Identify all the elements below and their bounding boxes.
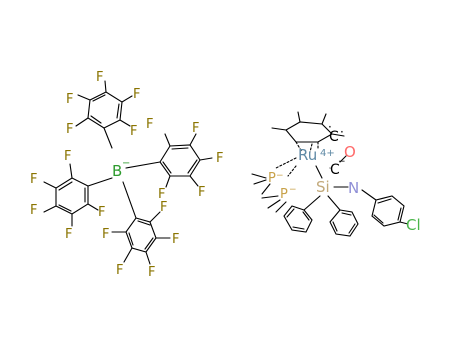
boron-label: B [112, 162, 122, 180]
oxygen-label: O [344, 143, 356, 161]
c6f5-ring-bottom [111, 211, 171, 265]
fluorine-label: F [146, 117, 153, 132]
c6f5-ring-right [159, 133, 213, 188]
cp-star-ring [271, 111, 345, 153]
phosphorus-label: P [268, 171, 276, 186]
fluorine-label: F [64, 149, 71, 164]
carbonyl-c-label: C [330, 162, 340, 178]
fluorine-label: F [116, 263, 123, 278]
carbon-label: C [329, 129, 339, 145]
nitrogen-label: N [348, 179, 359, 197]
phosphorus-label: P [280, 187, 288, 202]
chlorine-label: Cl [406, 216, 421, 234]
fluorine-label: F [30, 172, 37, 187]
fluorine-label: F [66, 122, 73, 137]
ruthenium-charge: 4+ [320, 148, 335, 159]
phenyl-ring-right [329, 209, 359, 237]
ruthenium-label: Ru [298, 146, 317, 164]
borate-anion: B − F F F F F F F F F F F F F F F F F F … [30, 70, 223, 280]
fluorine-label: F [158, 187, 165, 202]
c6f5-ring-top [75, 80, 133, 129]
fluorine-label: F [130, 124, 137, 139]
fluorine-label: F [98, 205, 105, 220]
carbon-radical: · [340, 125, 344, 139]
phosphorus-charge: − [289, 185, 297, 195]
fluorine-label: F [65, 227, 72, 242]
fluorine-label: F [192, 121, 199, 136]
fluorine-label: F [216, 151, 223, 166]
silicon-label: Si [316, 178, 330, 196]
fluorine-label: F [172, 232, 179, 247]
carbonyl-c-charge: − [338, 157, 346, 167]
chlorophenyl-ring [371, 195, 409, 227]
fluorine-label: F [102, 227, 109, 242]
fluorine-label: F [66, 92, 73, 107]
fluorine-label: F [133, 87, 140, 102]
carbon-anion-dot: · [328, 120, 332, 134]
fluorine-label: F [96, 70, 103, 85]
fluorine-label: F [160, 200, 167, 215]
ruthenium-complex: C · · Ru 4+ C − O P − P − Si N [251, 111, 421, 237]
fluorine-label: F [198, 185, 205, 200]
phosphorus-charge: − [276, 171, 284, 181]
fluorine-label: F [30, 203, 37, 218]
boron-charge: − [122, 158, 130, 169]
fluorine-label: F [148, 265, 155, 280]
c6f5-ring-left [43, 163, 99, 227]
phenyl-ring-left [283, 205, 313, 233]
